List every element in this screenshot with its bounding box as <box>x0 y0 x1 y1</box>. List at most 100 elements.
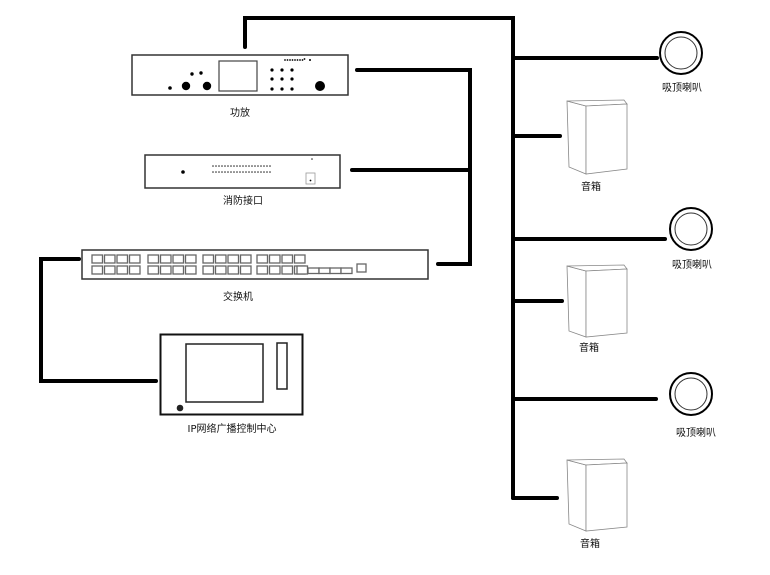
wire-amplifier-to-middle-bus <box>355 68 472 266</box>
fire-interface-terminal <box>251 171 253 173</box>
switch-port <box>91 254 104 264</box>
fire-interface-terminal <box>218 165 220 167</box>
speaker-box-front <box>585 103 628 175</box>
ceiling-speaker-cone <box>674 377 708 411</box>
fire-interface-terminal-rows <box>212 165 271 173</box>
fire-interface-label: 消防接口 <box>223 194 263 207</box>
ceiling-speaker-label: 吸顶喇叭 <box>662 82 702 94</box>
fire-interface-terminal <box>257 171 259 173</box>
switch-port <box>227 265 240 275</box>
speaker-box-label: 音箱 <box>579 341 599 354</box>
switch-port <box>103 254 116 264</box>
fire-interface-terminal <box>266 165 268 167</box>
control-center-slot <box>276 342 288 390</box>
fire-interface-terminal <box>215 171 217 173</box>
fire-interface-terminal <box>221 171 223 173</box>
switch-device: 交换机 <box>81 249 429 303</box>
switch-port <box>281 265 294 275</box>
speaker-box-front <box>585 462 628 532</box>
switch-port <box>147 265 160 275</box>
switch-port <box>256 254 269 264</box>
speaker-box-label: 音箱 <box>580 537 600 550</box>
switch-port <box>128 254 141 264</box>
fire-interface-terminal <box>236 171 238 173</box>
switch-port <box>103 265 116 275</box>
fire-interface-terminal <box>266 171 268 173</box>
amplifier-button-grid <box>270 68 294 91</box>
switch-port-array <box>91 254 353 275</box>
ceiling-speaker-cone <box>674 212 708 246</box>
fire-interface-terminal <box>233 171 235 173</box>
fire-interface-terminal <box>224 165 226 167</box>
switch-port <box>268 265 281 275</box>
wires <box>39 16 667 500</box>
fire-interface-terminal <box>248 165 250 167</box>
switch-port <box>202 265 215 275</box>
switch-port <box>91 265 104 275</box>
fire-interface-terminal <box>254 165 256 167</box>
ceiling-speaker: 吸顶喇叭 <box>669 207 713 271</box>
fire-interface-terminal <box>230 165 232 167</box>
fire-interface-terminal <box>257 165 259 167</box>
speaker-box-side <box>566 459 587 532</box>
switch-port <box>293 254 306 264</box>
amplifier-led <box>199 71 203 75</box>
fire-interface-terminal <box>260 165 262 167</box>
fire-interface-terminal <box>251 165 253 167</box>
wire-switch-to-control-center <box>39 257 158 383</box>
fire-interface-terminal <box>242 165 244 167</box>
speaker-box: 音箱 <box>566 264 628 354</box>
switch-port <box>296 265 309 275</box>
amplifier-device: 功放 <box>131 54 349 119</box>
switch-port <box>147 254 160 264</box>
switch-port <box>268 254 281 264</box>
fire-interface-socket-pin <box>309 179 312 182</box>
switch-port <box>329 267 342 275</box>
fire-interface-terminal <box>248 171 250 173</box>
control-center-power-button <box>176 404 184 412</box>
ceiling-speaker: 吸顶喇叭 <box>659 31 703 94</box>
fire-interface-led <box>181 170 185 174</box>
fire-interface-terminal <box>230 171 232 173</box>
switch-port <box>281 254 294 264</box>
switch-port <box>214 265 227 275</box>
switch-port <box>214 254 227 264</box>
switch-port <box>256 265 269 275</box>
switch-port <box>307 267 320 275</box>
switch-port <box>184 254 197 264</box>
switch-uplink-port <box>356 263 367 273</box>
fire-interface-terminal <box>227 171 229 173</box>
switch-port <box>159 265 172 275</box>
amplifier-volume-knob <box>315 81 325 91</box>
fire-interface-terminal <box>212 171 214 173</box>
speaker-box-front <box>585 268 628 338</box>
speaker-box-side <box>566 100 587 175</box>
switch-port <box>239 265 252 275</box>
amplifier-led <box>168 86 172 90</box>
wire-amplifier-to-speaker-bus <box>243 16 515 500</box>
fire-interface-terminal <box>260 171 262 173</box>
fire-interface-terminal <box>263 171 265 173</box>
fire-interface-terminal <box>218 171 220 173</box>
switch-port <box>116 265 129 275</box>
speaker-box-label: 音箱 <box>581 180 601 193</box>
fire-interface-device: 消防接口 <box>144 154 341 207</box>
speaker-box-side <box>566 265 587 338</box>
ceiling-speaker-cone <box>664 36 698 70</box>
fire-interface-terminal <box>269 165 271 167</box>
switch-port <box>172 254 185 264</box>
switch-port <box>239 254 252 264</box>
switch-port <box>184 265 197 275</box>
amplifier-display <box>218 60 258 92</box>
fire-interface-terminal <box>245 165 247 167</box>
fire-interface-terminal <box>239 165 241 167</box>
speaker-box: 音箱 <box>566 458 628 550</box>
fire-interface-indicator <box>311 158 313 160</box>
ceiling-speaker-label: 吸顶喇叭 <box>676 427 716 439</box>
fire-interface-terminal <box>212 165 214 167</box>
amplifier-knob <box>181 81 191 91</box>
fire-interface-terminal <box>239 171 241 173</box>
fire-interface-terminal <box>215 165 217 167</box>
amplifier-indicator-strip <box>284 58 311 61</box>
